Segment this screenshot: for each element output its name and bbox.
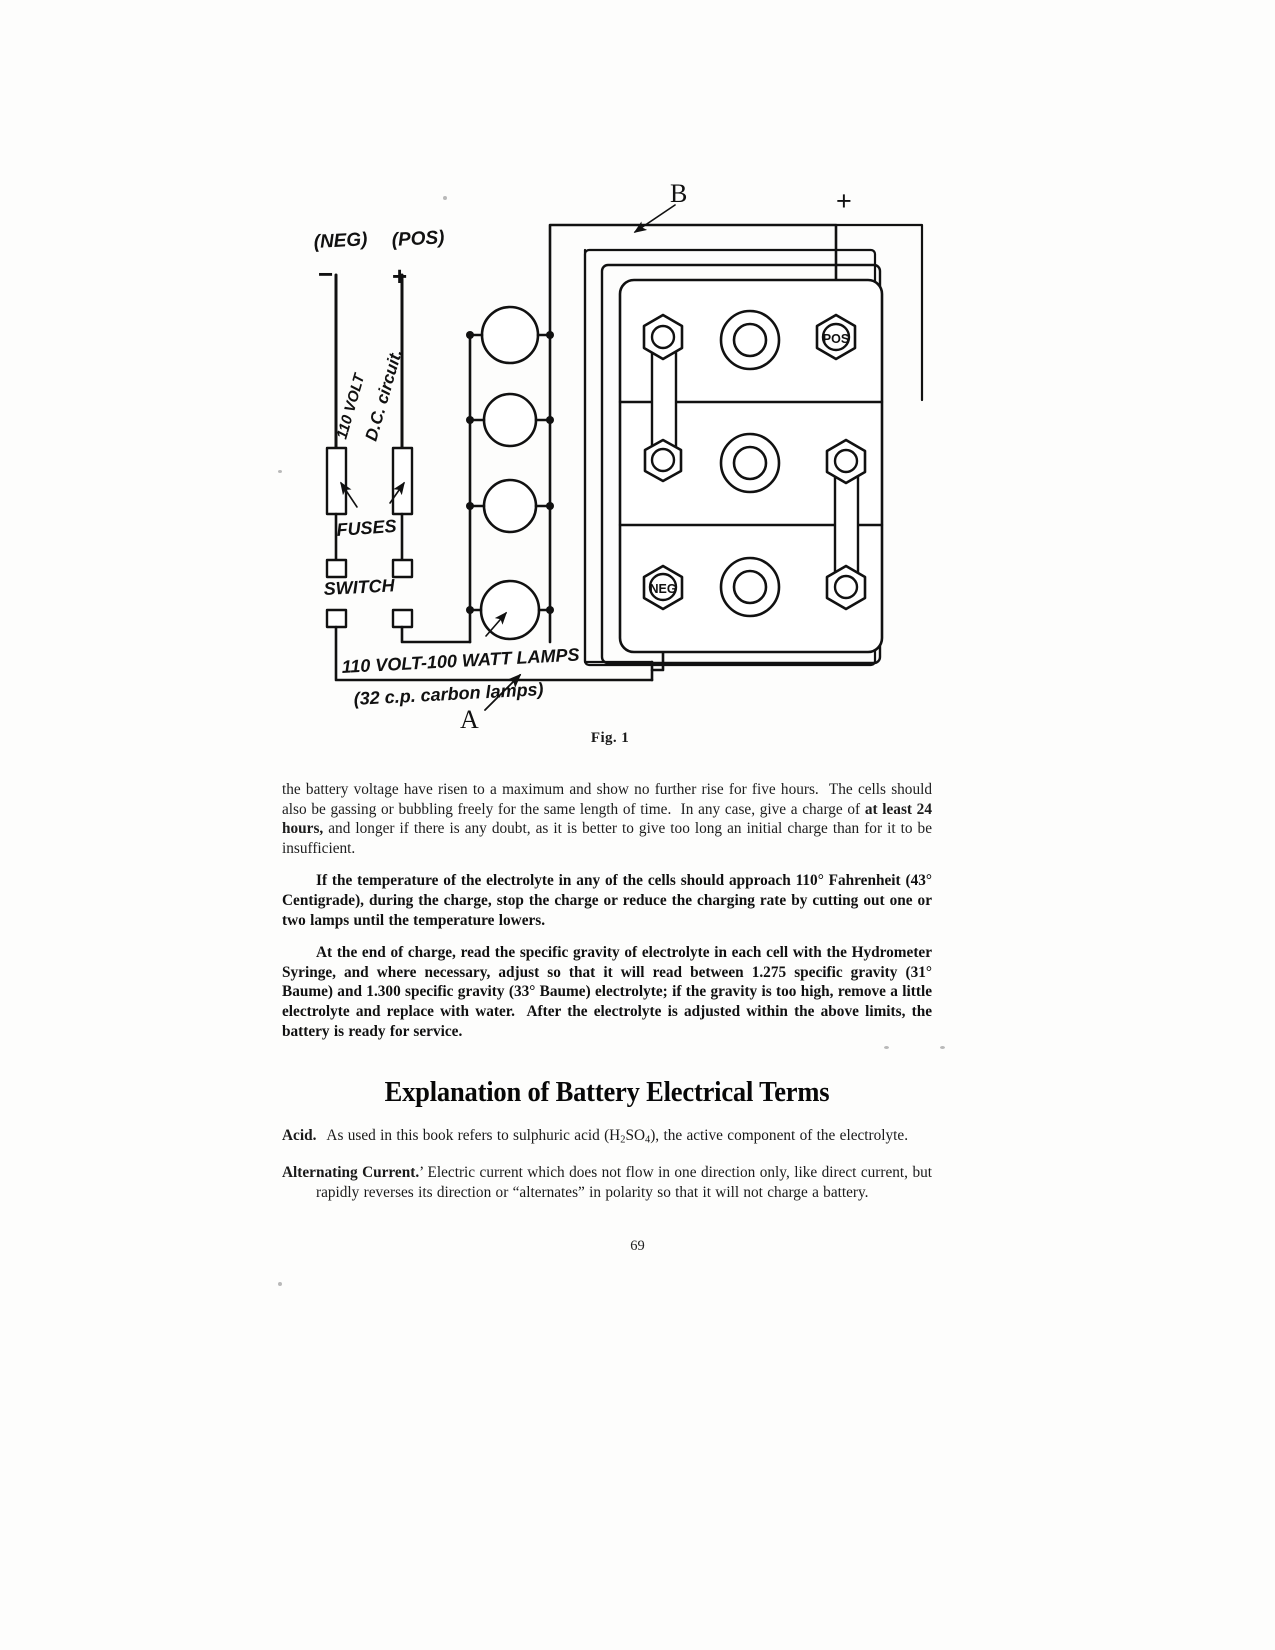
definition-term-alternating-current: Alternating Current.	[282, 1164, 420, 1181]
paragraph-temperature: If the temperature of the electrolyte in…	[282, 872, 932, 929]
definition-term-acid: Acid.	[282, 1127, 317, 1145]
definition-acid-text-after: ), the active component of the electroly…	[650, 1127, 909, 1145]
label-callout-b: B	[670, 179, 687, 208]
page-title: Explanation of Battery Electrical Terms	[384, 1077, 830, 1109]
label-neg-tag: (NEG)	[313, 229, 368, 253]
body-text-column: the battery voltage have risen to a maxi…	[282, 780, 932, 1215]
scan-artifact	[278, 470, 282, 473]
paragraph-continuation: the battery voltage have risen to a maxi…	[282, 780, 932, 858]
label-fuses: FUSES	[336, 516, 397, 540]
para1-bold-emphasis: at least 24 hours,	[282, 800, 932, 838]
label-minus-sign: −	[318, 259, 333, 289]
label-terminal-pos: POS	[823, 332, 849, 346]
subscript-4: 4	[645, 1134, 651, 1146]
label-lamps-rating: 110 VOLT-100 WATT LAMPS	[341, 645, 580, 677]
definition-alternating-current: Alternating Current.’ Electric current w…	[282, 1163, 932, 1202]
subscript-2: 2	[620, 1134, 626, 1146]
wiring-diagram-svg: (NEG) (POS) − + 110 VOLT D.C. circuit. F…	[313, 179, 924, 734]
figure-1-wiring-diagram: (NEG) (POS) − + 110 VOLT D.C. circuit. F…	[280, 170, 960, 745]
definition-alternating-current-text: ’ Electric current which does not flow i…	[316, 1164, 932, 1201]
label-lamps-type: (32 c.p. carbon lamps)	[353, 679, 544, 709]
label-circuit-type: D.C. circuit.	[362, 347, 406, 443]
para1-part1: the battery voltage have risen to a maxi…	[282, 781, 932, 818]
label-terminal-neg: NEG	[649, 582, 676, 596]
scan-artifact	[940, 1046, 945, 1049]
label-battery-minus: −	[657, 648, 673, 678]
scan-artifact	[884, 1046, 889, 1049]
definition-acid-text-before: As used in this book refers to sulphuric…	[326, 1127, 621, 1145]
label-callout-a: A	[460, 705, 479, 734]
page-number: 69	[630, 1238, 645, 1254]
definition-acid-text-mid: SO	[625, 1127, 645, 1145]
label-plus-sign: +	[392, 261, 407, 291]
label-switch: SWITCH	[323, 575, 396, 599]
scan-artifact	[443, 196, 447, 200]
scan-artifact	[278, 1282, 282, 1286]
label-pos-tag: (POS)	[391, 227, 445, 251]
para1-part2: and longer if there is any doubt, as it …	[282, 820, 932, 857]
definition-acid: Acid. As used in this book refers to sulp…	[282, 1126, 932, 1150]
label-battery-plus: +	[836, 186, 852, 216]
figure-caption: Fig. 1	[590, 730, 630, 746]
paragraph-specific-gravity: At the end of charge, read the specific …	[282, 944, 932, 1040]
